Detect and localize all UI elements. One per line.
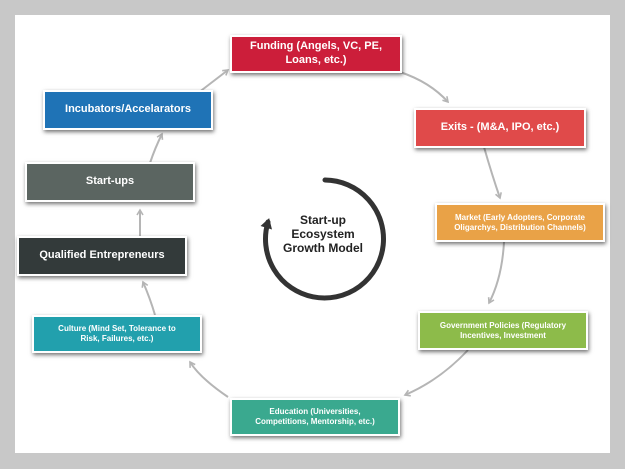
node-exits-label: Exits - (M&A, IPO, etc.) bbox=[440, 121, 560, 134]
arrow-government-to-education bbox=[403, 349, 469, 397]
arrow-culture-to-entrepreneurs bbox=[141, 280, 156, 316]
title-line-3: Growth Model bbox=[283, 241, 363, 255]
node-market-line-2: Oligarchys, Distribution Channels) bbox=[454, 222, 586, 232]
diagram-title: Start-up Ecosystem Growth Model bbox=[278, 213, 368, 255]
node-incubators: Incubators/Accelarators bbox=[43, 90, 213, 130]
arrow-exits-to-market bbox=[483, 146, 502, 200]
node-exits: Exits - (M&A, IPO, etc.) bbox=[414, 108, 586, 148]
node-startups-label: Start-ups bbox=[85, 175, 135, 188]
node-entrepreneurs-label: Qualified Entrepreneurs bbox=[39, 249, 165, 262]
node-government-line-1: Government Policies (Regulatory bbox=[439, 320, 567, 330]
node-funding: Funding (Angels, VC, PE,Loans, etc.) bbox=[230, 35, 402, 73]
node-education-line-1: Education (Universities, bbox=[269, 407, 361, 416]
arrow-market-to-government bbox=[487, 241, 505, 305]
arrow-startups-to-incubators bbox=[149, 132, 164, 164]
arrow-funding-to-exits bbox=[399, 71, 450, 104]
node-market-line-1: Market (Early Adopters, Corporate bbox=[455, 212, 585, 222]
node-culture-line-1: Culture (Mind Set, Tolerance to bbox=[58, 324, 176, 333]
node-entrepreneurs: Qualified Entrepreneurs bbox=[17, 236, 187, 276]
node-government-line-2: Incentives, Investment bbox=[460, 330, 546, 340]
node-education-line-2: Competitions, Mentorship, etc.) bbox=[255, 417, 375, 426]
title-line-2: Ecosystem bbox=[291, 227, 355, 241]
node-funding-line-1: Funding (Angels, VC, PE, bbox=[250, 40, 382, 53]
node-culture-line-2: Risk, Failures, etc.) bbox=[80, 334, 154, 343]
node-education: Education (Universities,Competitions, Me… bbox=[230, 398, 400, 436]
node-startups: Start-ups bbox=[25, 162, 195, 202]
title-line-1: Start-up bbox=[300, 213, 346, 227]
node-incubators-label: Incubators/Accelarators bbox=[65, 103, 191, 116]
node-funding-line-2: Loans, etc.) bbox=[285, 54, 347, 66]
arrow-education-to-culture bbox=[189, 360, 229, 398]
center-cycle-arrow bbox=[260, 177, 386, 301]
